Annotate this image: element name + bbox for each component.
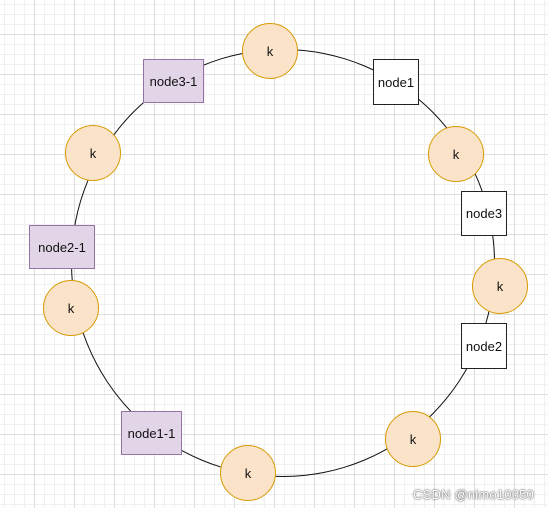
node2-1-label: node2-1 <box>38 239 86 255</box>
key-label: k <box>89 145 97 161</box>
key-label: k <box>67 300 75 316</box>
key-label: k <box>409 431 417 447</box>
key-circle: k <box>65 125 121 181</box>
key-circle: k <box>242 23 298 79</box>
node2-1-box: node2-1 <box>29 225 95 269</box>
key-circle: k <box>43 280 99 336</box>
key-circle: k <box>220 445 276 501</box>
key-circle: k <box>385 411 441 467</box>
key-label: k <box>452 146 460 162</box>
node3-box: node3 <box>461 191 507 236</box>
key-circle: k <box>472 258 528 314</box>
key-label: k <box>266 43 274 59</box>
node1-1-box: node1-1 <box>121 411 182 455</box>
watermark-text: CSDN @nimo10050 <box>413 487 534 502</box>
node2-box: node2 <box>461 323 507 369</box>
key-circle: k <box>428 126 484 182</box>
node3-label: node3 <box>465 206 503 221</box>
node1-box: node1 <box>373 59 419 105</box>
node2-label: node2 <box>465 338 503 354</box>
key-label: k <box>496 278 504 294</box>
node1-1-label: node1-1 <box>127 425 176 441</box>
node1-label: node1 <box>377 74 415 90</box>
key-label: k <box>244 465 252 481</box>
node3-1-label: node3-1 <box>149 73 198 89</box>
node3-1-box: node3-1 <box>143 59 204 103</box>
